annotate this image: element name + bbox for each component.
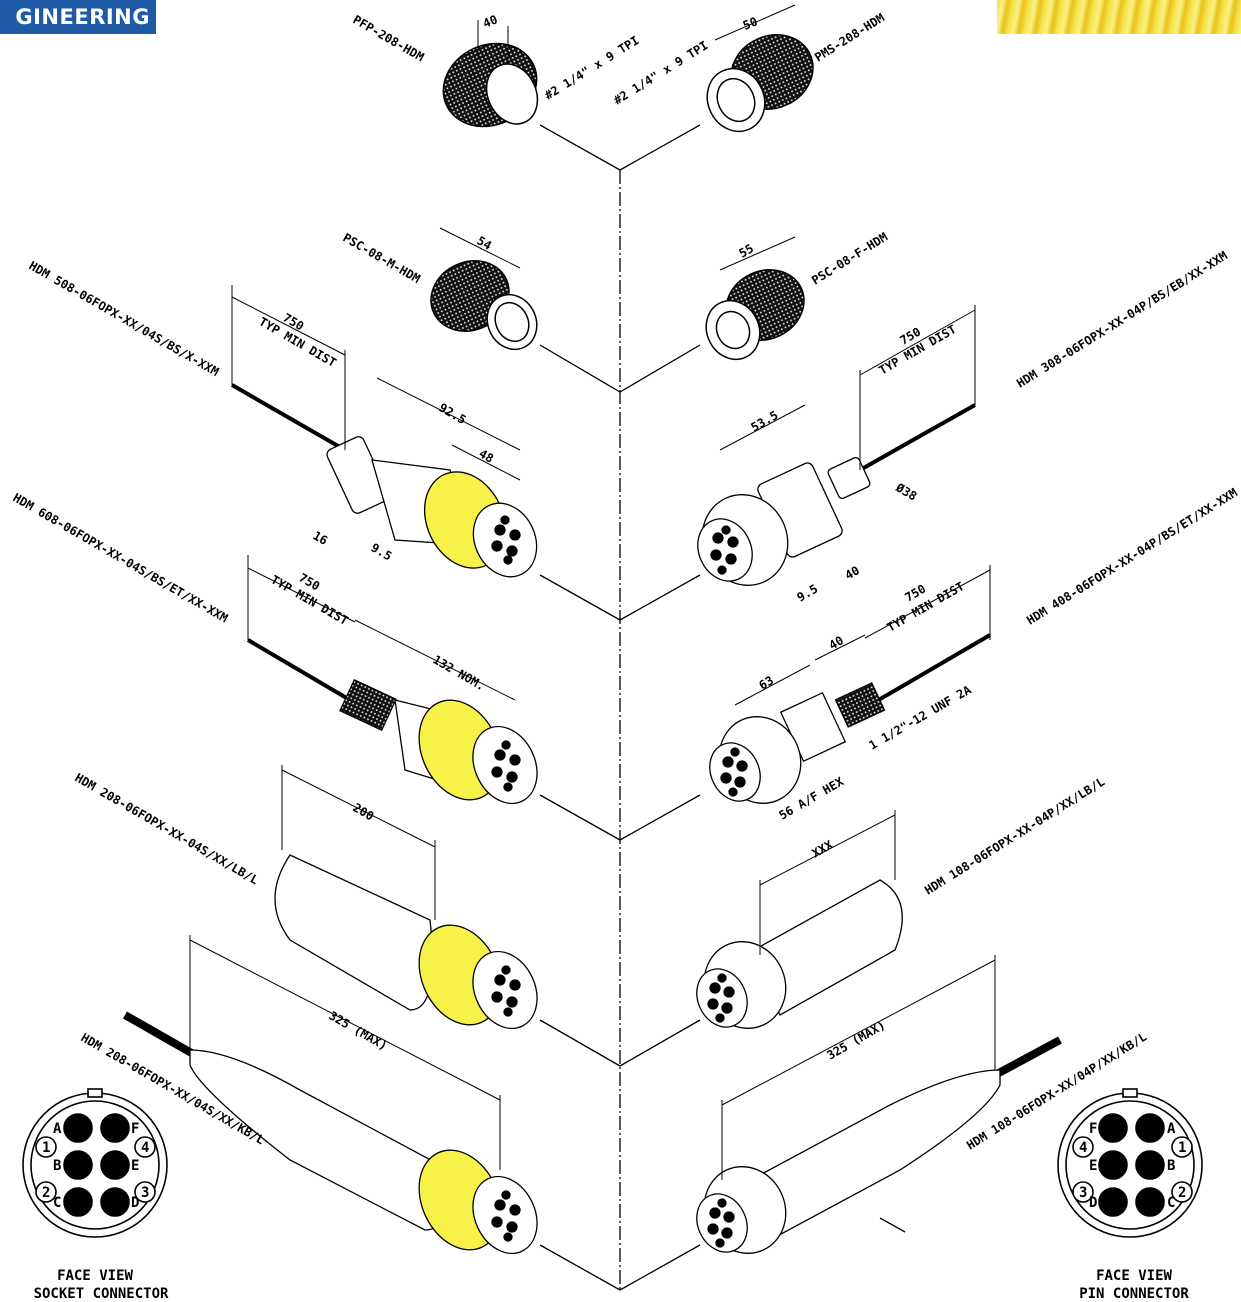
socket-face-view [22,1088,168,1238]
psc-f-drawing [705,269,805,361]
hdm108-kb-drawing [696,1036,1062,1254]
dim-hdm308-b: 9.5 [795,582,821,605]
label-hdm108-lb: HDM 108-06FOPX-XX-04P/XX/LB/L [922,775,1107,898]
label-hdm208-lb: HDM 208-06FOPX-XX-04S/XX/LB/L [73,770,261,887]
dim-hdm108-lb: XXX [810,837,836,860]
pin-face-labels: F E D A B C 4 3 1 2 FACE VIEW PIN CONNEC… [1079,1121,1189,1302]
hdm208-lb-drawing [274,854,538,1030]
socket-pin-d: D [131,1195,139,1211]
pin-pin-d: D [1089,1195,1097,1211]
label-psc-m: PSC-08-M-HDM [341,230,423,285]
dim-hdm408-b: 40 [827,633,847,652]
pin-caption-1: FACE VIEW [1096,1268,1172,1284]
dim-hdm408-a: 63 [757,673,777,692]
label-pfp: PFP-208-HDM [351,12,427,64]
socket-pin-2: 2 [42,1185,50,1201]
dim-hdm508-c: 16 [311,528,331,547]
label-hdm408: HDM 408-06FOPX-XX-04P/BS/ET/XX-XXM [1024,486,1240,628]
dim-hdm608-a: 132 NOM. [431,652,488,693]
socket-face-labels: A B C F E D 1 2 4 3 FACE VIEW SOCKET CON… [34,1121,169,1302]
labels: PFP-208-HDM 40 #2 1/4" x 9 TPI #2 1/4" x… [11,11,1240,1153]
label-hdm508: HDM 508-06FOPX-XX/04S/BS/X-XXM [27,258,222,378]
hdm608-drawing [246,638,538,805]
socket-pin-3: 3 [141,1185,149,1201]
dim-hdm508-d: 9.5 [369,540,395,563]
socket-pin-c: C [53,1195,61,1211]
dimension-lines [189,4,996,1180]
dim-hdm208-lb: 200 [351,800,377,823]
dim-hdm308-a: 53.5 [749,408,781,435]
socket-pin-e: E [131,1158,139,1174]
socket-pin-4: 4 [141,1140,149,1156]
pin-pin-1: 1 [1178,1140,1186,1156]
socket-caption-2: SOCKET CONNECTOR [34,1286,169,1302]
socket-pin-1: 1 [42,1140,50,1156]
socket-pin-b: B [53,1158,61,1174]
pfp-cap-drawing [442,42,539,128]
label-psc-f: PSC-08-F-HDM [809,230,890,288]
label-hdm308: HDM 308-06FOPX-XX-04P/BS/EB/XX-XXM [1014,249,1230,391]
dim-pfp: 40 [481,12,500,30]
hdm508-drawing [231,383,538,578]
pin-pin-f: F [1089,1121,1097,1137]
pin-pin-c: C [1167,1195,1175,1211]
hdm208-kb-drawing [123,1011,538,1255]
socket-caption-1: FACE VIEW [57,1268,133,1284]
hdm408-drawing [709,633,992,804]
socket-pin-a: A [53,1121,62,1137]
pin-pin-2: 2 [1178,1185,1186,1201]
brand-banner: GINEERING [0,0,156,34]
label-hdm608: HDM 608-06FOPX-XX-04S/BS/ET/XX-XXM [11,490,231,625]
dim-psc-f: 55 [737,241,757,260]
brand-text: GINEERING [15,5,150,29]
pms-cap-drawing [706,34,814,133]
isometric-frame [539,124,701,1291]
pin-pin-4: 4 [1079,1140,1087,1156]
pin-pin-a: A [1167,1121,1176,1137]
thread-hdm408: 1 1/2"-12 UNF 2A [867,682,975,752]
product-photo-thumbnail [997,0,1241,34]
psc-m-drawing [430,260,538,351]
dim-pms: 50 [741,14,760,32]
dim-hdm308-c: 40 [843,563,863,582]
pin-pin-b: B [1167,1158,1175,1174]
dim-hdm508-a: 92.5 [437,400,469,427]
pin-pin-3: 3 [1079,1185,1087,1201]
note-hdm408: TYP MIN DIST [885,579,967,634]
dim-hdm308-d: Ø38 [893,480,920,503]
dim-hdm208-kb: 325 (MAX) [327,1008,390,1053]
socket-pin-f: F [131,1121,139,1137]
pin-caption-2: PIN CONNECTOR [1079,1286,1189,1302]
pin-pin-e: E [1089,1158,1097,1174]
dim-psc-m: 54 [475,233,495,252]
hdm308-drawing [697,403,976,586]
dim-hdm508-b: 48 [477,446,497,465]
hdm108-lb-drawing [696,879,903,1029]
label-pms: PMS-208-HDM [812,11,887,65]
pin-face-view [1057,1088,1203,1238]
dim-hdm108-kb: 325 (MAX) [825,1018,888,1063]
